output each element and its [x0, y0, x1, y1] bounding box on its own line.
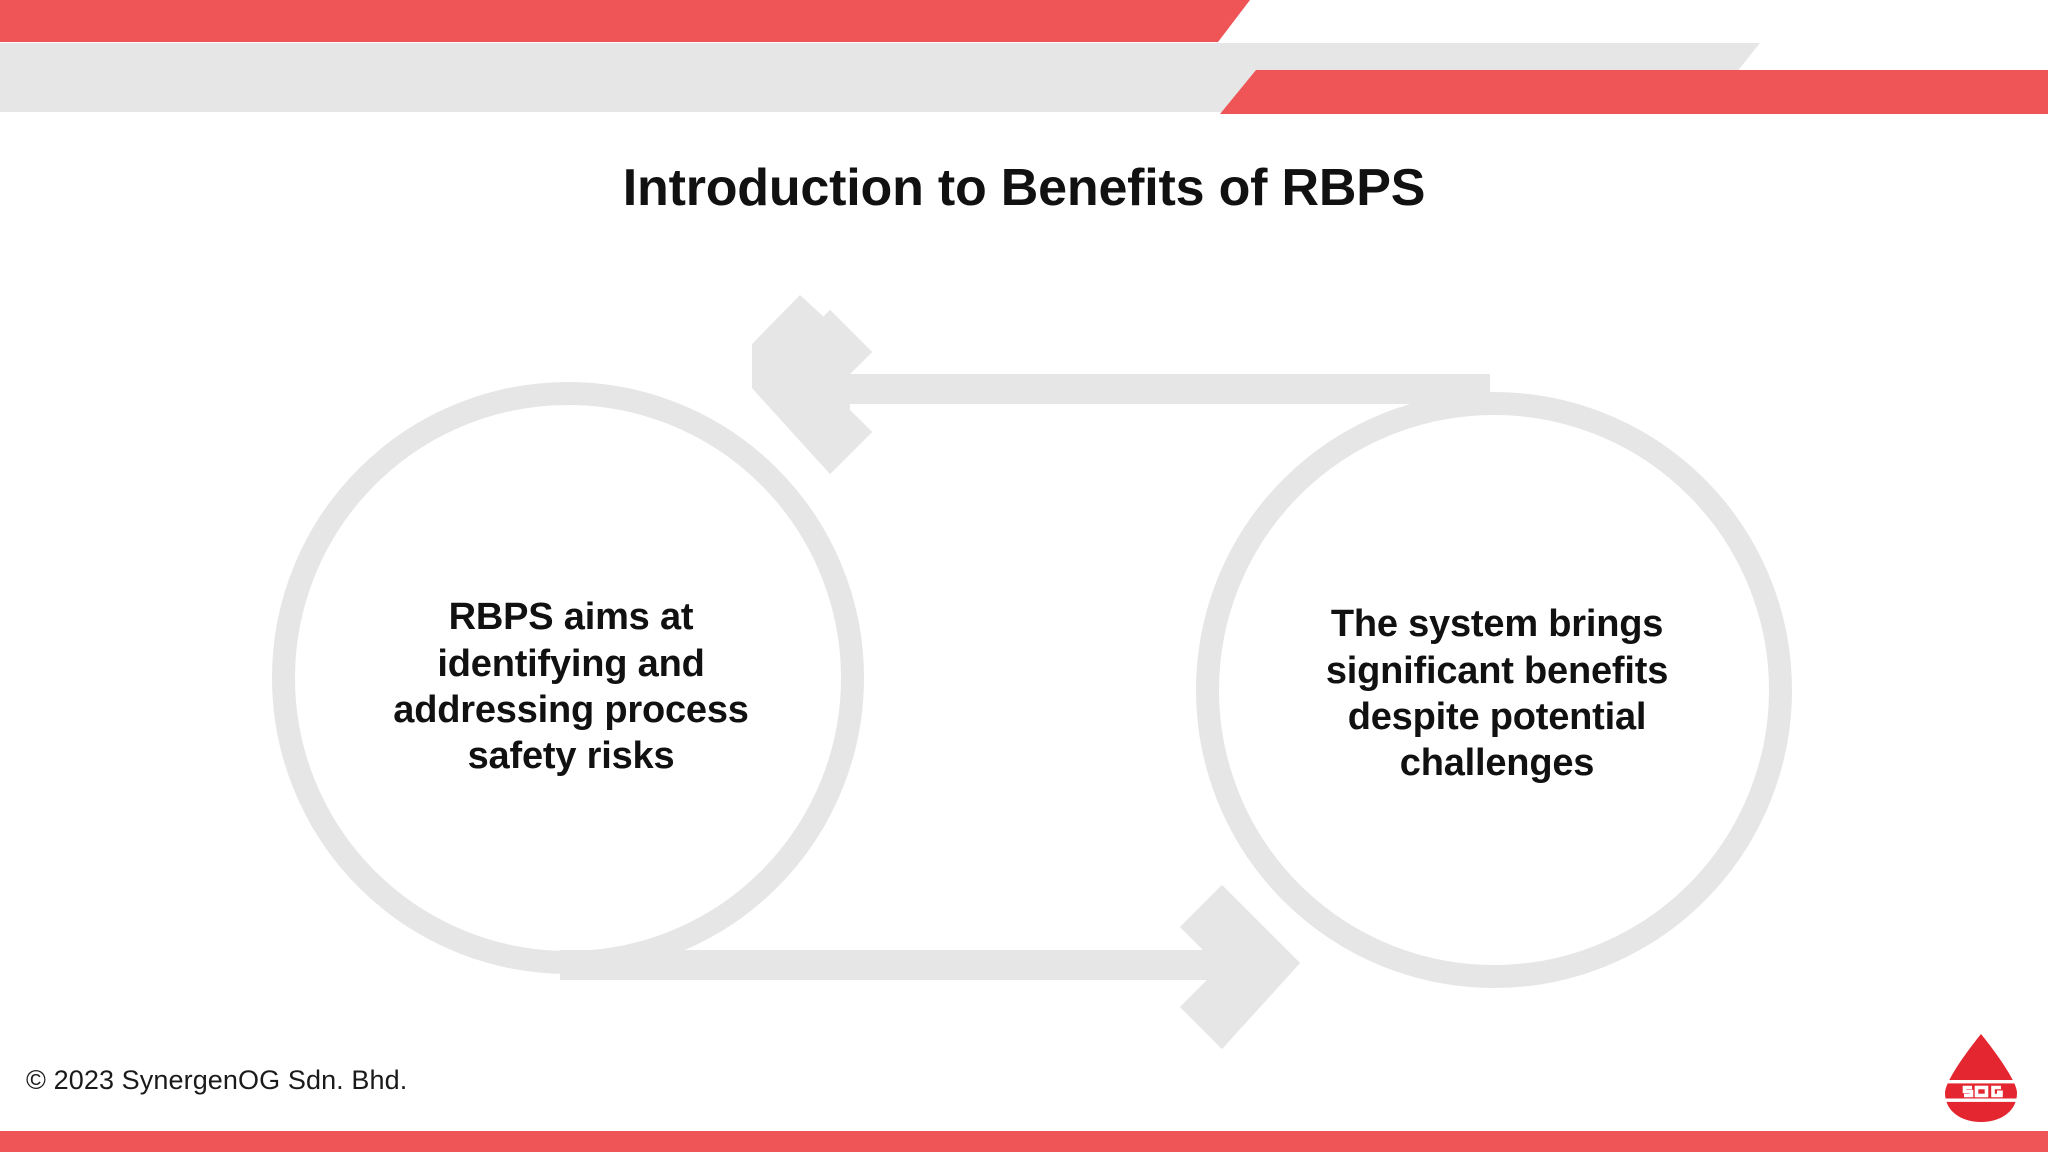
arrow-left-to-right-icon — [560, 920, 1300, 1007]
arrowhead-left-icon — [752, 310, 872, 474]
synergenog-droplet-logo-icon — [1945, 1034, 2017, 1122]
copyright-text: © 2023 SynergenOG Sdn. Bhd. — [26, 1065, 408, 1095]
node-left-label: RBPS aims at identifying and addressing … — [393, 596, 749, 778]
node-right-label: The system brings significant benefits d… — [1325, 603, 1669, 785]
page-title: Introduction to Benefits of RBPS — [622, 159, 1426, 217]
node-circle-right: The system brings significant benefits d… — [1196, 392, 1792, 988]
node-circle-left: RBPS aims at identifying and addressing … — [272, 382, 864, 974]
arrowhead-right-icon — [1180, 885, 1300, 1049]
arrow-right-to-left-icon — [752, 295, 1490, 433]
